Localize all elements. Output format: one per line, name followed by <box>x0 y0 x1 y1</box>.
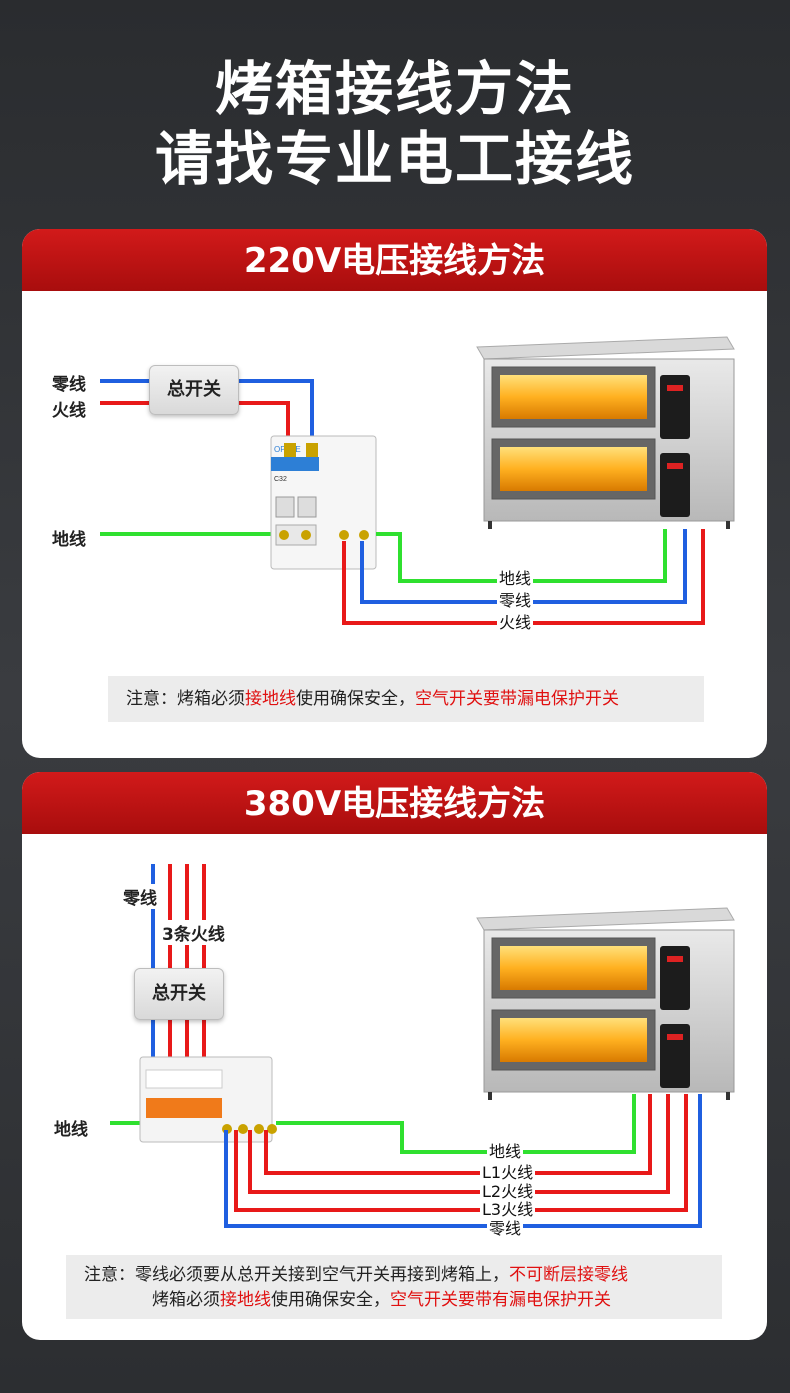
page-title: 烤箱接线方法 <box>214 55 575 123</box>
oven-wire-label-ground: 地线 <box>497 569 534 588</box>
oven-wire-label-l1: L1火线 <box>480 1163 536 1182</box>
oven-wire-label-live: 火线 <box>497 613 534 632</box>
ground-label-380: 地线 <box>54 1120 88 1140</box>
three-live-label: 3条火线 <box>162 920 225 945</box>
four-pole-breaker <box>139 1056 277 1143</box>
main-switch-box: 总开关 <box>149 365 239 415</box>
ground-wire-out-380 <box>276 1094 636 1154</box>
neutral-wire-out-380 <box>224 1094 702 1228</box>
banner-380v: 380V电压接线方法 <box>22 772 767 834</box>
l2-wire-out <box>248 1094 670 1194</box>
neutral-wire-in <box>100 379 314 457</box>
wiring-diagram-380v <box>110 864 735 1228</box>
note-380v: 注意：零线必须要从总开关接到空气开关再接到烤箱上，不可断层接零线 烤箱必须接地线… <box>66 1255 722 1319</box>
ground-label: 地线 <box>52 530 86 550</box>
neutral-label-380: 零线 <box>123 884 157 909</box>
panel-380v: 380V电压接线方法 <box>22 772 767 1340</box>
ground-wire-out <box>376 529 667 583</box>
l1-wire-out <box>264 1094 652 1175</box>
oven-wire-label-l2: L2火线 <box>480 1182 536 1201</box>
oven-wire-label-ground-380: 地线 <box>487 1142 524 1161</box>
neutral-label: 零线 <box>52 375 86 395</box>
oven-wire-label-l3: L3火线 <box>480 1200 536 1219</box>
page-subtitle: 请找专业电工接线 <box>154 125 635 193</box>
main-switch-box-380: 总开关 <box>134 968 224 1020</box>
panel-220v: 220V电压接线方法 OPPLE C32 <box>22 229 767 758</box>
oven-wire-label-neutral-380: 零线 <box>487 1219 524 1238</box>
breaker-model: C32 <box>274 476 287 483</box>
incoming-wires-380v <box>151 864 206 1062</box>
live-label: 火线 <box>52 401 86 421</box>
air-switch-breaker: OPPLE C32 <box>270 435 377 570</box>
oven-illustration-380v <box>476 907 735 1100</box>
wiring-diagram-220v: OPPLE C32 <box>100 336 735 625</box>
note-220v: 注意：烤箱必须接地线使用确保安全，空气开关要带漏电保护开关 <box>108 676 704 722</box>
oven-wire-label-neutral: 零线 <box>497 591 534 610</box>
oven-illustration-220v <box>476 336 735 529</box>
banner-220v: 220V电压接线方法 <box>22 229 767 291</box>
l3-wire-out <box>234 1094 688 1212</box>
